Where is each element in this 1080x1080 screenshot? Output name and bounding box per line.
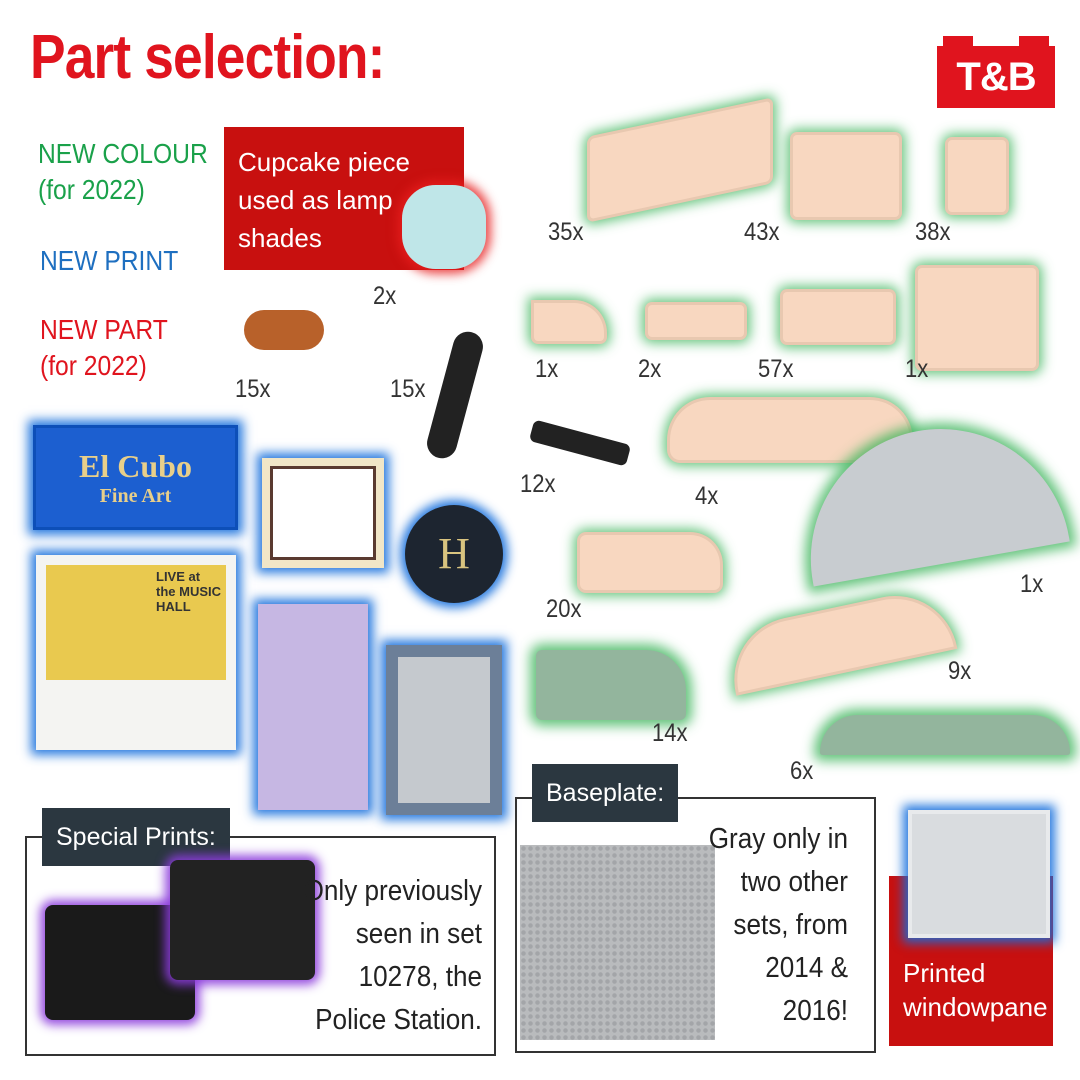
count-label: 20x — [546, 595, 582, 623]
count-label: 1x — [1020, 570, 1044, 598]
brick-1x1 — [948, 140, 1006, 212]
page-title: Part selection: — [30, 23, 385, 92]
sign-line2: Fine Art — [99, 485, 172, 507]
legend-sub: (for 2022) — [38, 174, 145, 205]
mirror-tile — [386, 645, 502, 815]
sand-green-slope — [536, 650, 686, 720]
count-label: 2x — [638, 355, 662, 383]
telephone-slope — [170, 860, 315, 980]
hotel-h-round-tile: H — [405, 505, 503, 603]
legend-new-part: NEW PART (for 2022) — [40, 312, 168, 384]
el-cubo-sign-tile: El Cubo Fine Art — [33, 425, 238, 530]
legend-label: NEW COLOUR — [38, 138, 208, 169]
slope-curve — [648, 305, 744, 337]
legend-sub: (for 2022) — [40, 350, 147, 381]
baseplate-label: Baseplate: — [532, 764, 679, 822]
posters-tile: LIVE at the MUSIC HALL — [36, 555, 236, 750]
baseplate-text: Gray only in two other sets, from 2014 &… — [708, 823, 848, 1027]
baseplate-image — [520, 845, 715, 1040]
count-label: 57x — [758, 355, 794, 383]
legend-new-colour: NEW COLOUR (for 2022) — [38, 136, 208, 208]
count-label: 12x — [520, 470, 556, 498]
poster-text: LIVE at the MUSIC HALL — [46, 565, 226, 680]
count-label: 43x — [744, 218, 780, 246]
pin-piece — [528, 419, 632, 467]
count-label: 1x — [905, 355, 929, 383]
count-label: 4x — [695, 482, 719, 510]
count-label: 15x — [235, 375, 271, 403]
sign-line1: El Cubo — [79, 448, 192, 484]
plate-1x2 — [783, 292, 893, 342]
legend-label: NEW PART — [40, 314, 168, 345]
logo-text: T&B — [956, 55, 1036, 99]
guestbook-tile — [262, 458, 384, 568]
special-prints-box — [25, 836, 496, 1056]
count-label: 35x — [548, 218, 584, 246]
special-prints-label: Special Prints: — [42, 808, 230, 866]
slope-brick — [580, 535, 720, 590]
cupcake-piece — [402, 185, 486, 269]
sand-green-arc — [820, 715, 1070, 755]
brick-1x4 — [590, 100, 770, 220]
count-label: 38x — [915, 218, 951, 246]
special-prints-text: Only previously seen in set 10278, the P… — [303, 875, 482, 1036]
portrait-tile — [258, 604, 368, 810]
count-label: 1x — [535, 355, 559, 383]
printed-windowpane — [908, 810, 1050, 938]
quarter-tile — [534, 303, 604, 341]
brick-1x2 — [793, 135, 899, 217]
brick-2x2 — [918, 268, 1036, 368]
brand-logo: T&B — [937, 36, 1055, 108]
count-label: 9x — [948, 657, 972, 685]
count-label: 2x — [373, 282, 397, 310]
count-label: 14x — [652, 719, 688, 747]
baseplate-box — [515, 797, 876, 1053]
snake-piece — [423, 328, 487, 462]
arch — [726, 587, 954, 693]
legend-new-print: NEW PRINT — [40, 245, 179, 276]
count-label: 15x — [390, 375, 426, 403]
count-label: 6x — [790, 757, 814, 785]
round-plate-copper — [244, 310, 324, 350]
